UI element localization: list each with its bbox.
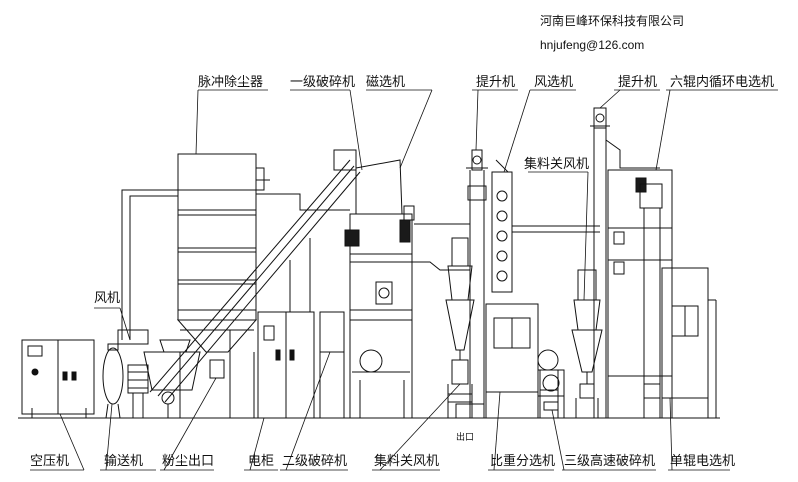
label-single-roller-separator: 单辊电选机 <box>670 454 736 469</box>
primary-crusher <box>344 159 415 418</box>
secondary-crusher-frame <box>319 311 345 418</box>
air-separator <box>491 159 600 293</box>
label-air-separator: 风选机 <box>534 75 574 90</box>
label-elevator-2: 提升机 <box>618 75 658 90</box>
company-email: hnjufeng@126.com <box>540 38 645 52</box>
air-compressor <box>21 339 95 418</box>
electric-cabinet <box>257 311 315 419</box>
label-primary-crusher: 一级破碎机 <box>290 75 356 90</box>
fan-duct <box>121 189 178 340</box>
label-air-compressor: 空压机 <box>30 454 70 469</box>
label-collector-fan-top: 集料关风机 <box>524 157 590 172</box>
label-outlet: 出口 <box>456 433 475 443</box>
bucket-elevator-1 <box>466 149 488 418</box>
six-roller-separator <box>605 139 673 418</box>
label-secondary-crusher: 二级破碎机 <box>282 454 348 469</box>
label-fan: 风机 <box>94 291 121 306</box>
cyclone-1 <box>445 237 475 418</box>
label-pulse-dust-collector: 脉冲除尘器 <box>198 75 264 90</box>
label-gravity-separator: 比重分选机 <box>490 454 556 469</box>
label-six-roller-separator: 六辊内循环电选机 <box>670 75 775 90</box>
air-tank <box>102 343 124 419</box>
label-collector-fan-bottom: 集料关风机 <box>374 454 440 469</box>
label-elevator-1: 提升机 <box>476 75 516 90</box>
duct-to-separator <box>414 223 471 236</box>
label-conveyor: 输送机 <box>104 454 144 469</box>
gravity-separator <box>485 303 539 418</box>
fan-box <box>117 329 149 345</box>
feed-conveyor-small <box>127 364 149 418</box>
gravity-motor <box>537 349 559 418</box>
label-dust-outlet: 粉尘出口 <box>162 454 215 469</box>
bucket-elevator-2 <box>590 107 610 418</box>
single-roller-separator <box>639 183 717 418</box>
label-magnetic-separator: 磁选机 <box>366 75 406 90</box>
label-electric-cabinet: 电柜 <box>248 454 275 469</box>
cyclone-2 <box>571 269 603 418</box>
tertiary-crusher <box>537 369 565 418</box>
dust-duct <box>256 193 350 211</box>
leader-lines <box>30 89 778 471</box>
pulse-dust-collector <box>176 153 270 418</box>
label-tertiary-crusher: 三级高速破碎机 <box>564 454 656 469</box>
company-name: 河南巨峰环保科技有限公司 <box>540 14 685 28</box>
